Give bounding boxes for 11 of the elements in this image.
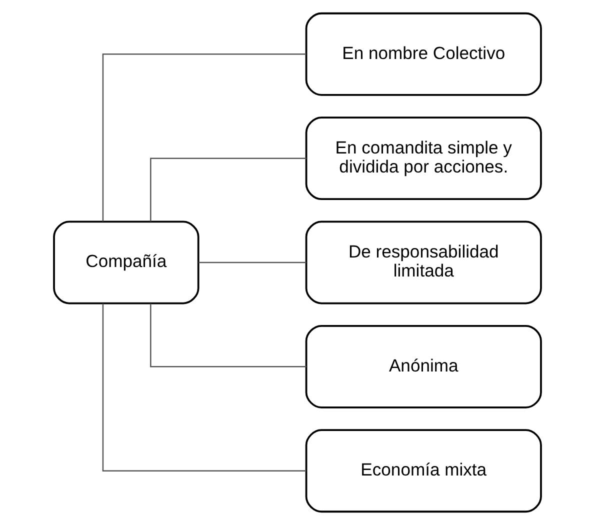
node-box: En nombre Colectivo bbox=[304, 12, 542, 96]
connector bbox=[198, 262, 306, 264]
node-box: Economía mixta bbox=[304, 429, 542, 513]
connector bbox=[150, 158, 306, 222]
node-box: De responsabilidad limitada bbox=[304, 220, 542, 304]
connector bbox=[150, 304, 306, 368]
connector bbox=[102, 304, 306, 472]
node-box: Compañía bbox=[52, 220, 199, 304]
node-box: Anónima bbox=[304, 324, 542, 408]
node-box: En comandita simple y dividida por acciones. bbox=[304, 116, 542, 200]
connector bbox=[102, 54, 306, 222]
